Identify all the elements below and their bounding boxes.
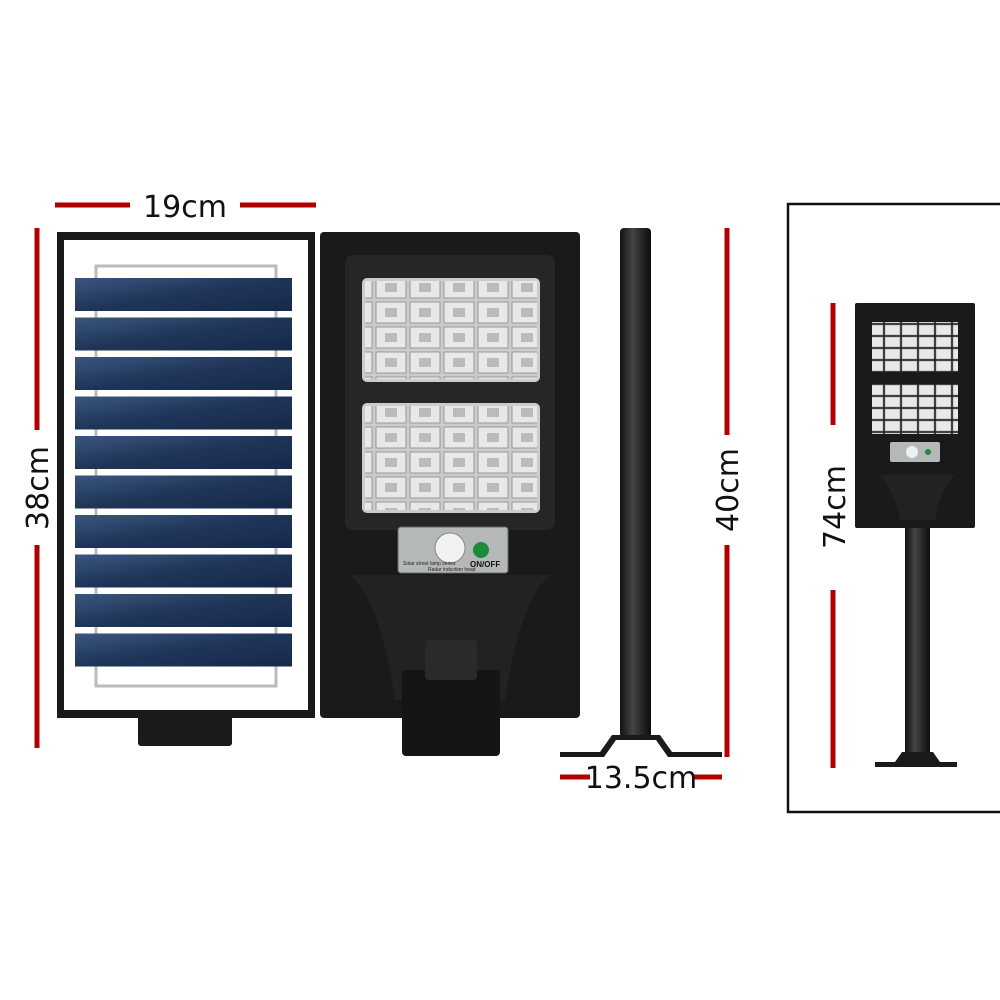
- solar-cell-row: [75, 475, 292, 509]
- pole-height-label: 40cm: [711, 448, 746, 532]
- solar-cell-row: [75, 554, 292, 588]
- solar-cell-row: [75, 317, 292, 351]
- solar-cell-row: [75, 357, 292, 390]
- bracket-width-label: 13.5cm: [585, 761, 698, 796]
- solar-cell-row: [75, 278, 292, 311]
- solar-cell-row: [75, 515, 292, 548]
- panel-width-label: 19cm: [143, 190, 227, 225]
- power-switch: [473, 542, 489, 558]
- solar-cells: [75, 264, 292, 688]
- motion-sensor-icon: [434, 532, 466, 564]
- panel-mount-bracket: [138, 712, 232, 746]
- solar-cell-row: [75, 594, 292, 627]
- lamp-head: Solar street lamp series Radar induction…: [320, 232, 580, 756]
- solar-cell-row: [75, 396, 292, 430]
- panel-height-label: 38cm: [21, 446, 56, 530]
- sensor-label-series: Solar street lamp series: [403, 561, 456, 567]
- pole-base-bracket: [560, 735, 722, 757]
- solar-cell-row: [75, 633, 292, 667]
- pole: [560, 228, 722, 757]
- switch-label: ON/OFF: [470, 560, 500, 569]
- sensor-label-radar: Radar induction head: [428, 567, 476, 573]
- solar-panel: [57, 232, 315, 746]
- sensor-panel: Solar street lamp series Radar induction…: [397, 526, 509, 574]
- lamp-mount-cylinder: [402, 670, 500, 756]
- total-height-label: 74cm: [818, 465, 853, 549]
- dimension-lines: [34, 202, 836, 780]
- assembled-view: 74cm: [786, 202, 1000, 814]
- solar-cell-row: [75, 436, 292, 469]
